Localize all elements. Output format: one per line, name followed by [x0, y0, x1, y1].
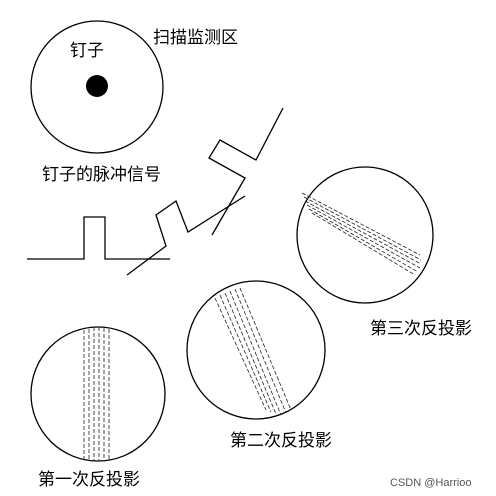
projection-3-band — [301, 192, 422, 276]
projection-3-label: 第三次反投影 — [370, 319, 472, 339]
nail-pulse-label: 钉子的脉冲信号 — [42, 165, 161, 185]
scan-zone-label: 扫描监测区 — [153, 28, 238, 48]
projection-2-band — [214, 287, 292, 416]
scan-zone-circle — [30, 20, 164, 154]
watermark: CSDN @Harrioo — [390, 477, 471, 489]
projection-1-circle — [30, 326, 166, 462]
projection-1-label: 第一次反投影 — [38, 470, 140, 490]
projection-2-label: 第二次反投影 — [230, 431, 332, 451]
nail-label: 钉子 — [70, 41, 104, 61]
pulse-signal-horizontal — [27, 216, 170, 260]
projection-3-circle — [296, 166, 434, 304]
pulse-signal-rotated-1 — [126, 195, 246, 276]
nail-dot — [86, 75, 108, 97]
projection-1-band — [83, 327, 110, 461]
pulse-signal-rotated-2 — [208, 107, 284, 236]
projection-2-circle — [186, 280, 326, 420]
